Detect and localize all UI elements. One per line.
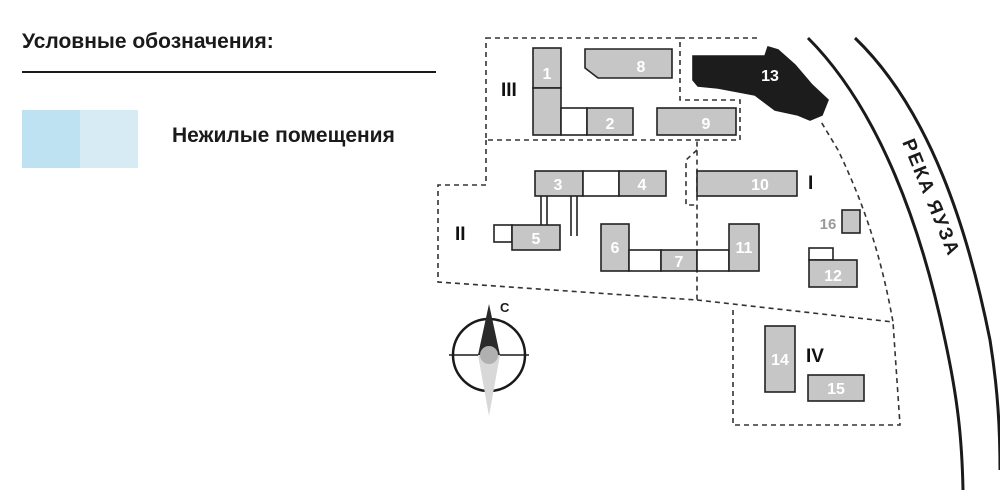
building-1-number: 1 (543, 66, 552, 83)
legend-swatch-non-residential (22, 110, 138, 168)
building-7[interactable]: 7 (660, 249, 698, 272)
building-13-number: 13 (761, 68, 779, 85)
building-15[interactable]: 15 (807, 374, 865, 402)
building-16-number: 16 (820, 216, 837, 233)
building-7-number: 7 (675, 254, 684, 271)
zone-label-i: I (808, 173, 813, 194)
zone-boundary-i (680, 37, 894, 323)
building-11-number: 11 (736, 240, 753, 257)
zone-boundary-ii (437, 140, 698, 301)
river-bank-left (806, 36, 965, 490)
river (806, 36, 1000, 490)
building-2[interactable]: 2 (560, 107, 634, 136)
building-6-number: 6 (611, 240, 620, 257)
legend-item-non-residential: Нежилые помещения (172, 124, 395, 147)
building-15-number: 15 (827, 381, 845, 398)
building-1[interactable]: 1 (532, 47, 562, 136)
zone-label-iv: IV (806, 346, 824, 367)
river-bank-right (853, 36, 1000, 471)
compass-north-label: С (500, 300, 510, 315)
building-12[interactable]: 12 (808, 247, 858, 288)
building-3[interactable]: 3 (534, 170, 584, 197)
legend-divider (22, 71, 436, 73)
building-4[interactable]: 4 (618, 170, 667, 197)
building-12-number: 12 (824, 268, 842, 285)
building-8-number: 8 (637, 59, 646, 76)
legend-swatch-right (80, 110, 138, 168)
building-14-number: 14 (771, 352, 789, 369)
passage-6-7 (628, 249, 662, 272)
zone-label-ii: II (455, 224, 466, 245)
connector-3-5 (540, 196, 578, 236)
building-3-number: 3 (554, 177, 563, 194)
zone-boundary-iv (732, 310, 901, 426)
building-6[interactable]: 6 (600, 223, 630, 272)
building-4-number: 4 (638, 177, 647, 194)
building-5[interactable]: 5 (493, 224, 561, 251)
building-13[interactable]: 13 (692, 46, 829, 121)
compass-needle-north (478, 304, 500, 355)
building-2-number: 2 (606, 116, 615, 133)
building-16[interactable]: 16 (820, 209, 861, 234)
legend-title: Условные обозначения: (22, 30, 274, 53)
building-10-number: 10 (751, 177, 769, 194)
building-14[interactable]: 14 (764, 325, 796, 393)
passage-3-4 (582, 170, 620, 197)
building-9-number: 9 (702, 116, 711, 133)
building-10[interactable]: 10 (696, 170, 798, 197)
building-8[interactable]: 8 (584, 48, 673, 79)
passage-7-11 (696, 249, 730, 272)
legend-swatch-left (22, 110, 80, 168)
building-11[interactable]: 11 (728, 223, 760, 272)
building-5-number: 5 (532, 231, 541, 248)
compass-icon: С (449, 300, 529, 416)
zone-label-iii: III (501, 80, 517, 101)
building-9[interactable]: 9 (656, 107, 737, 136)
river-label: РЕКА ЯУЗА (897, 136, 963, 260)
compass-needle-south (478, 355, 500, 416)
